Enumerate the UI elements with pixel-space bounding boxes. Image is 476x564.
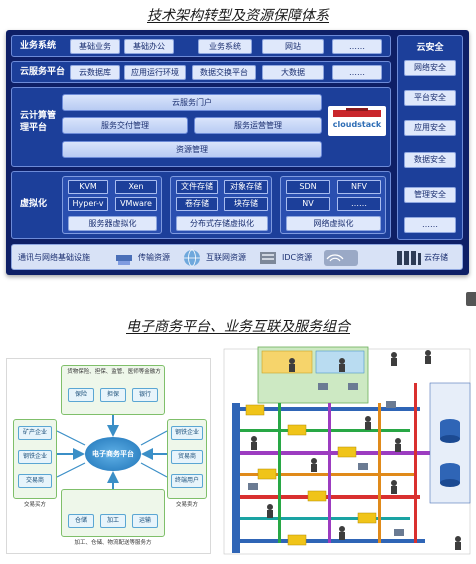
compute-virtualization-group: KVM Xen Hyper-v VMware 服务器虚拟化 <box>62 176 162 234</box>
network-virtualization-group: SDN NFV NV …… 网络虚拟化 <box>280 176 386 234</box>
row-item: 业务系统 <box>198 39 252 54</box>
buyer-item: 钢铁企业 <box>18 450 52 464</box>
storage-item: 文件存储 <box>176 180 218 194</box>
row-item: 网站 <box>262 39 324 54</box>
wireless-5g-icon <box>324 250 358 266</box>
security-item: 网络安全 <box>404 60 456 76</box>
seller-item: 贸易商 <box>171 450 203 464</box>
network-item-label: 云存储 <box>424 253 448 262</box>
globe-icon <box>184 249 200 267</box>
row-label: 业务系统 <box>20 41 57 51</box>
security-item: 应用安全 <box>404 120 456 136</box>
top-title: 技术架构转型及资源保障体系 <box>147 8 329 24</box>
compute-item: KVM <box>68 180 108 194</box>
cloud-service-row: 云服务平台 云数据库 应用运行环境 数据交换平台 大数据 …… <box>11 61 391 83</box>
service-group: 仓储 加工 运输 <box>61 489 165 537</box>
server-icon <box>260 252 276 264</box>
row-item: 大数据 <box>262 65 324 80</box>
finance-item: 保险 <box>68 388 94 402</box>
network-item: NV <box>286 197 330 211</box>
network-item: SDN <box>286 180 330 194</box>
resource-management: 资源管理 <box>62 141 322 158</box>
row-item: 基础办公 <box>124 39 174 54</box>
row-item: 应用运行环境 <box>124 65 186 80</box>
security-item: …… <box>404 217 456 233</box>
compute-footer: 服务器虚拟化 <box>68 216 157 231</box>
row-item: 数据交换平台 <box>192 65 256 80</box>
service-portal: 云服务门户 <box>62 94 322 111</box>
security-item: 平台安全 <box>404 90 456 106</box>
service-item: 加工 <box>100 514 126 528</box>
network-item-label: 传输资源 <box>138 253 170 262</box>
service-delivery: 服务交付管理 <box>62 117 188 134</box>
buyer-item: 矿产企业 <box>18 426 52 440</box>
network-footer: 网络虚拟化 <box>286 216 381 231</box>
row-label: 云计算管理平台 <box>20 111 57 133</box>
business-interconnection-diagram <box>218 343 476 560</box>
network-item: …… <box>337 197 381 211</box>
virtualization-row: 虚拟化 KVM Xen Hyper-v VMware 服务器虚拟化 文件存储 对… <box>11 171 391 239</box>
service-item: 运输 <box>132 514 158 528</box>
network-infrastructure-label: 通讯与网络基础设施 <box>18 253 90 262</box>
row-item: …… <box>332 65 382 80</box>
cloudstack-logo-text: cloudstack <box>332 120 382 129</box>
security-title: 云安全 <box>416 43 444 53</box>
row-item: …… <box>332 39 382 54</box>
buyer-item: 交易商 <box>18 474 52 488</box>
ecommerce-arrows <box>56 415 168 489</box>
compute-item: Hyper-v <box>68 197 108 211</box>
buyer-caption: 交易买方 <box>23 502 46 508</box>
network-item-label: 互联网资源 <box>206 253 246 262</box>
network-item-label: IDC资源 <box>282 253 313 262</box>
seller-item: 钢铁企业 <box>171 426 203 440</box>
storage-item: 卷存储 <box>176 197 218 211</box>
architecture-panel: 业务系统 基础业务 基础办公 业务系统 网站 …… 云服务平台 云数据库 应用运… <box>6 30 469 275</box>
security-item: 数据安全 <box>404 152 456 168</box>
transmission-icon <box>116 255 132 265</box>
finance-item: 担保 <box>100 388 126 402</box>
network-item: NFV <box>337 180 381 194</box>
storage-virtualization-group: 文件存储 对象存储 卷存储 块存储 分布式存储虚拟化 <box>170 176 272 234</box>
service-caption: 加工、仓储、物流配送等服务方 <box>74 540 152 546</box>
finance-group-title: 货物保险、担保、监管、医师等金融方 <box>67 369 161 375</box>
row-item: 云数据库 <box>70 65 120 80</box>
ecommerce-platform-node: 电子商务平台 <box>85 437 141 471</box>
security-item: 管理安全 <box>404 187 456 203</box>
cloud-security-column: 云安全 网络安全 平台安全 应用安全 数据安全 管理安全 …… <box>397 35 463 240</box>
network-infrastructure-row: 通讯与网络基础设施 传输资源 互联网资源 IDC资源 云存储 <box>11 244 463 270</box>
business-system-row: 业务系统 基础业务 基础办公 业务系统 网站 …… <box>11 35 391 57</box>
cloud-management-row: 云计算管理平台 云服务门户 服务交付管理 服务运营管理 资源管理 cloudst… <box>11 87 391 167</box>
storage-item: 对象存储 <box>224 180 268 194</box>
buyer-group: 矿产企业 钢铁企业 交易商 <box>13 419 57 499</box>
seller-caption: 交易卖方 <box>175 502 198 508</box>
finance-item: 银行 <box>132 388 158 402</box>
compute-item: VMware <box>115 197 157 211</box>
storage-footer: 分布式存储虚拟化 <box>176 216 268 231</box>
bottom-title: 电子商务平台、业务互联及服务组合 <box>126 319 350 335</box>
business-flow-graphic <box>223 346 471 555</box>
ecommerce-diagram: 货物保险、担保、监管、医师等金融方 保险 担保 银行 矿产企业 钢铁企业 交易商… <box>6 358 211 554</box>
seller-item: 终端用户 <box>171 474 203 488</box>
datacenter-icon <box>397 251 421 265</box>
row-item: 基础业务 <box>70 39 120 54</box>
row-label: 云服务平台 <box>20 67 66 77</box>
compute-item: Xen <box>115 180 157 194</box>
storage-item: 块存储 <box>224 197 268 211</box>
slide-scroll-handle[interactable] <box>466 292 476 306</box>
cloudstack-logo: cloudstack <box>328 106 386 136</box>
service-item: 仓储 <box>68 514 94 528</box>
service-operations: 服务运营管理 <box>194 117 322 134</box>
seller-group: 钢铁企业 贸易商 终端用户 <box>167 419 207 499</box>
row-label: 虚拟化 <box>20 199 48 209</box>
finance-group: 货物保险、担保、监管、医师等金融方 保险 担保 银行 <box>61 365 165 415</box>
